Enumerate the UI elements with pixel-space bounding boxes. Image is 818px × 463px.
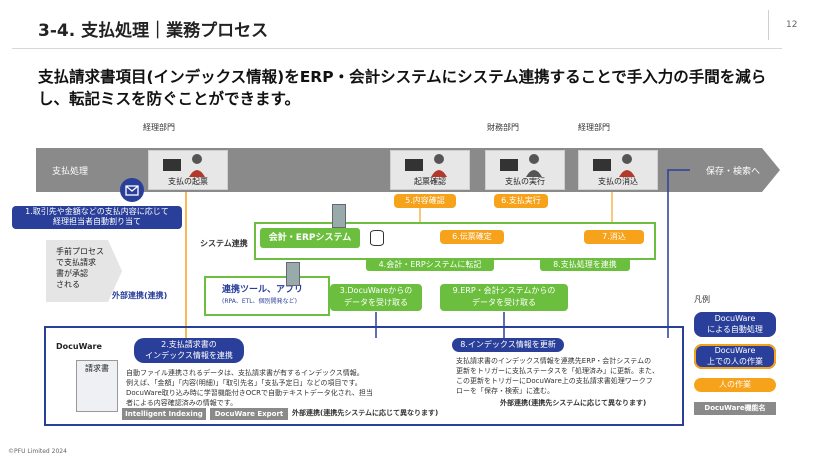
band-start-label: 支払処理 (52, 167, 89, 177)
actor-payment-reconcile: 支払の消込 (578, 150, 658, 190)
person-at-desk-icon (593, 154, 635, 177)
legend-human-work: 人の作業 (694, 378, 776, 392)
band-end-label: 保存・検索へ (706, 167, 761, 177)
person-at-desk-icon (163, 154, 205, 177)
step-6-slip-confirm: 6.伝票確定 (440, 230, 504, 244)
step-9-receive: 9.ERP・会計システムからの データを受け取る (440, 284, 568, 311)
server-icon (286, 262, 300, 286)
step-8-payment-link: 8.支払処理を連携 (540, 258, 630, 271)
docuware-logo: DocuWare (56, 342, 102, 351)
actor-draft-check: 起票確認 (390, 150, 470, 190)
actor-caption: 支払の実行 (505, 177, 545, 186)
ext-note-2: 外部連携(連携先システムに応じて異なります) (500, 399, 647, 407)
headline: 支払請求書項目(インデックス情報)をERP・会計システムにシステム連携することで… (38, 68, 767, 108)
step-5-content-check: 5.内容確認 (394, 194, 456, 208)
docuware-area (44, 326, 684, 426)
person-at-desk-icon (405, 154, 447, 177)
step-1-auto-assign: 1.取引先や金額などの支払内容に応じて 経理担当者自動割り当て (12, 206, 182, 229)
actor-caption: 支払の消込 (598, 177, 638, 186)
footer-copyright: ©PFU Limited 2024 (8, 448, 67, 455)
link-tool-title: 連携ツール、アプリ (222, 285, 304, 295)
prior-process-arrow (46, 240, 122, 302)
step-3-receive: 3.DocuWareからの データを受け取る (330, 284, 422, 311)
prior-process-note: 手前プロセス で支払請求 書が承認 される (56, 247, 104, 289)
step-6-payment-exec: 6.支払実行 (494, 194, 548, 208)
page-number: 12 (786, 20, 798, 30)
docuware-desc-left: 自動ファイル連携されるデータは、支払請求書が有するインデックス情報。 例えば、「… (126, 369, 373, 407)
actor-payment-execution: 支払の実行 (485, 150, 565, 190)
link-tool-box (204, 276, 330, 316)
tag-docuware-export: DocuWare Export (210, 408, 288, 420)
step-2-index-link: 2.支払請求書の インデックス情報を連携 (134, 338, 244, 363)
actor-payment-drafting: 支払の起票 (148, 150, 228, 190)
header-divider (768, 10, 769, 40)
legend-human-on-docuware: DocuWare 上での人の作業 (694, 344, 776, 369)
step-4-post: 4.会計・ERPシステムに転記 (366, 258, 494, 271)
tag-intelligent-indexing: Intelligent Indexing (122, 408, 206, 420)
database-icon (370, 230, 384, 246)
legend-title: 凡例 (694, 295, 710, 304)
actor-caption: 支払の起票 (168, 177, 208, 186)
external-link-label: 外部連携(連携) (112, 291, 168, 300)
server-icon (332, 204, 346, 228)
ext-note-1: 外部連携(連携先システムに応じて異なります) (292, 409, 439, 417)
legend: 凡例 DocuWare による自動処理 DocuWare 上での人の作業 人の作… (688, 290, 788, 422)
actor-caption: 起票確認 (414, 177, 446, 186)
step-8-index-update: 8.インデックス情報を更新 (452, 338, 564, 352)
docuware-desc-right: 支払請求書のインデックス情報を連携先ERP・会計システムの 更新をトリガーに支払… (456, 357, 659, 395)
page-title: 3-4. 支払処理｜業務プロセス (38, 21, 269, 41)
invoice-doc-label: 請求書 (85, 364, 109, 373)
invoice-document: 請求書 (76, 360, 118, 412)
legend-feature-name: DocuWare機能名 (694, 402, 776, 415)
legend-auto-process: DocuWare による自動処理 (694, 312, 776, 337)
mail-icon (120, 178, 144, 202)
system-link-label: システム連携 (200, 239, 248, 248)
link-tool-sub: (RPA、ETL、個別開発など) (222, 298, 297, 305)
dept-accounting-2: 経理部門 (578, 123, 610, 132)
person-at-desk-icon (500, 154, 542, 177)
step-7-reconcile: 7.消込 (584, 230, 644, 244)
dept-accounting-1: 経理部門 (143, 123, 175, 132)
erp-system-box: 会計・ERPシステム (260, 228, 360, 248)
dept-finance: 財務部門 (487, 123, 519, 132)
title-rule (12, 48, 782, 49)
